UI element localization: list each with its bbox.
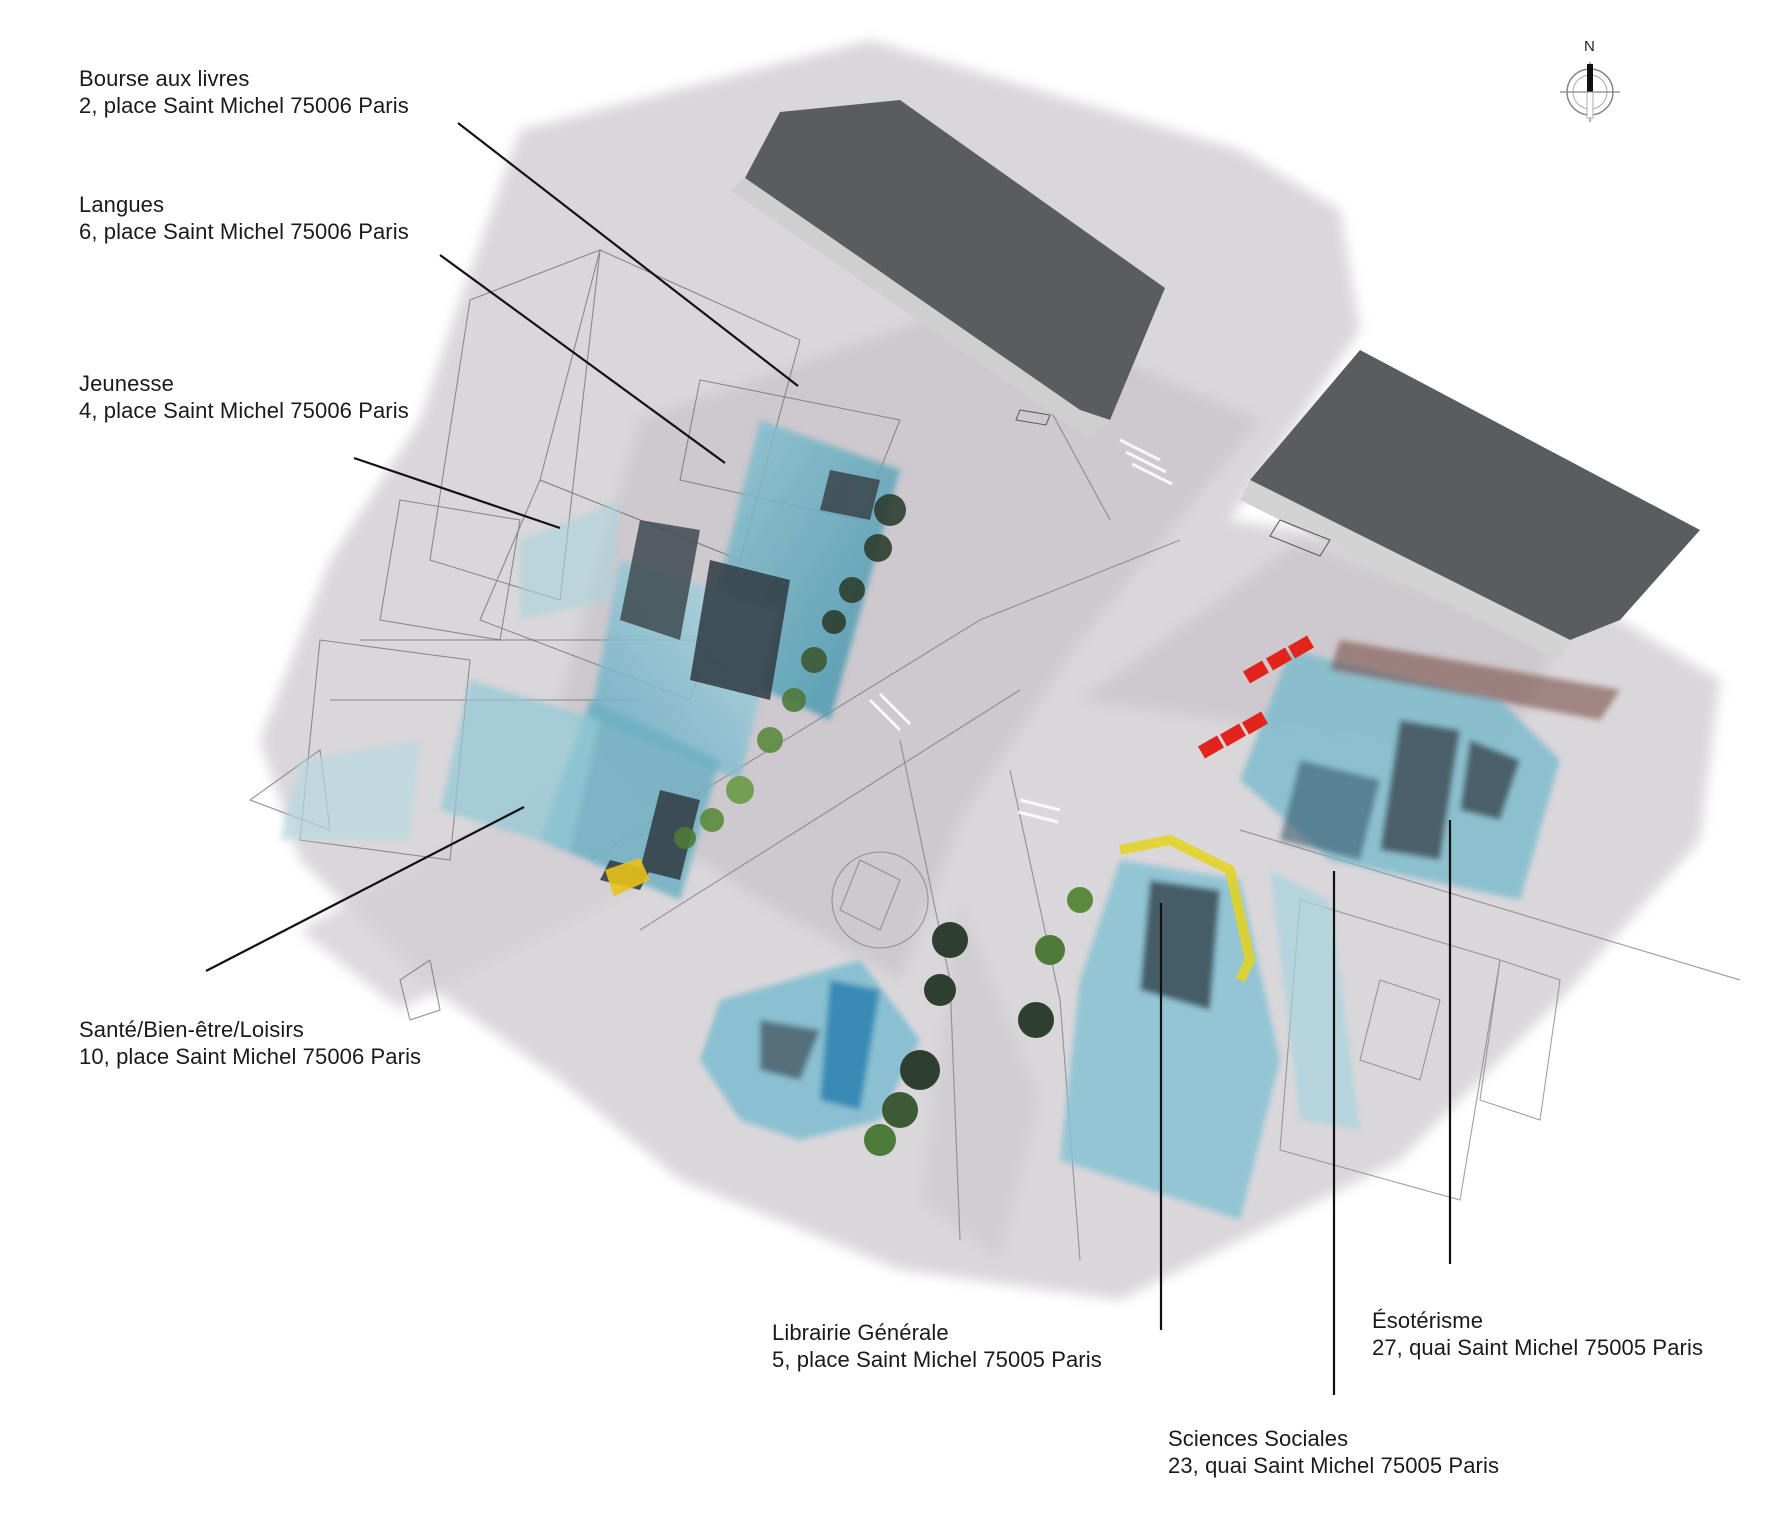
red-cars bbox=[1197, 635, 1315, 759]
label-name: Sciences Sociales bbox=[1168, 1426, 1349, 1451]
blue-buildings-east bbox=[1240, 640, 1620, 900]
label-bourse-aux-livres: Bourse aux livres 2, place Saint Michel … bbox=[79, 65, 409, 119]
compass-north-label: N bbox=[1584, 38, 1595, 55]
label-langues: Langues 6, place Saint Michel 75006 Pari… bbox=[79, 191, 409, 245]
label-address: 2, place Saint Michel 75006 Paris bbox=[79, 93, 409, 118]
trees-row-center bbox=[864, 887, 1093, 1156]
label-name: Langues bbox=[79, 192, 165, 217]
leader-lines bbox=[205, 122, 1452, 1395]
label-address: 27, quai Saint Michel 75005 Paris bbox=[1372, 1335, 1704, 1360]
dark-building-north-west bbox=[730, 100, 1165, 440]
leader-line-langues bbox=[439, 254, 726, 464]
yellow-kiosk bbox=[605, 858, 650, 896]
yellow-outline-librairie bbox=[1119, 834, 1256, 983]
leader-line-bourse bbox=[457, 122, 799, 387]
leader-line-jeunesse bbox=[353, 456, 561, 530]
street-wash bbox=[260, 40, 1720, 1300]
building-outlines-southeast bbox=[831, 851, 1561, 1201]
label-address: 6, place Saint Michel 75006 Paris bbox=[79, 219, 409, 244]
label-name: Santé/Bien-être/Loisirs bbox=[79, 1017, 304, 1042]
dark-building-north-east bbox=[1240, 350, 1700, 660]
trees-row-west bbox=[674, 494, 906, 849]
label-name: Librairie Générale bbox=[772, 1320, 949, 1345]
label-librairie-generale: Librairie Générale 5, place Saint Michel… bbox=[772, 1319, 1102, 1373]
label-sante-bien-etre-loisirs: Santé/Bien-être/Loisirs 10, place Saint … bbox=[79, 1016, 421, 1070]
label-address: 4, place Saint Michel 75006 Paris bbox=[79, 398, 409, 423]
label-address: 5, place Saint Michel 75005 Paris bbox=[772, 1347, 1102, 1372]
label-name: Ésotérisme bbox=[1372, 1308, 1484, 1333]
label-name: Bourse aux livres bbox=[79, 66, 250, 91]
label-name: Jeunesse bbox=[79, 371, 174, 396]
label-sciences-sociales: Sciences Sociales 23, quai Saint Michel … bbox=[1168, 1425, 1499, 1479]
label-jeunesse: Jeunesse 4, place Saint Michel 75006 Par… bbox=[79, 370, 409, 424]
compass-icon bbox=[1560, 62, 1620, 122]
label-address: 10, place Saint Michel 75006 Paris bbox=[79, 1044, 422, 1069]
leader-line-sante bbox=[205, 806, 525, 972]
label-address: 23, quai Saint Michel 75005 Paris bbox=[1168, 1453, 1500, 1478]
crosswalks bbox=[868, 438, 1173, 824]
label-esoterisme: Ésotérisme 27, quai Saint Michel 75005 P… bbox=[1372, 1307, 1703, 1361]
blue-buildings-south-island bbox=[700, 960, 920, 1140]
